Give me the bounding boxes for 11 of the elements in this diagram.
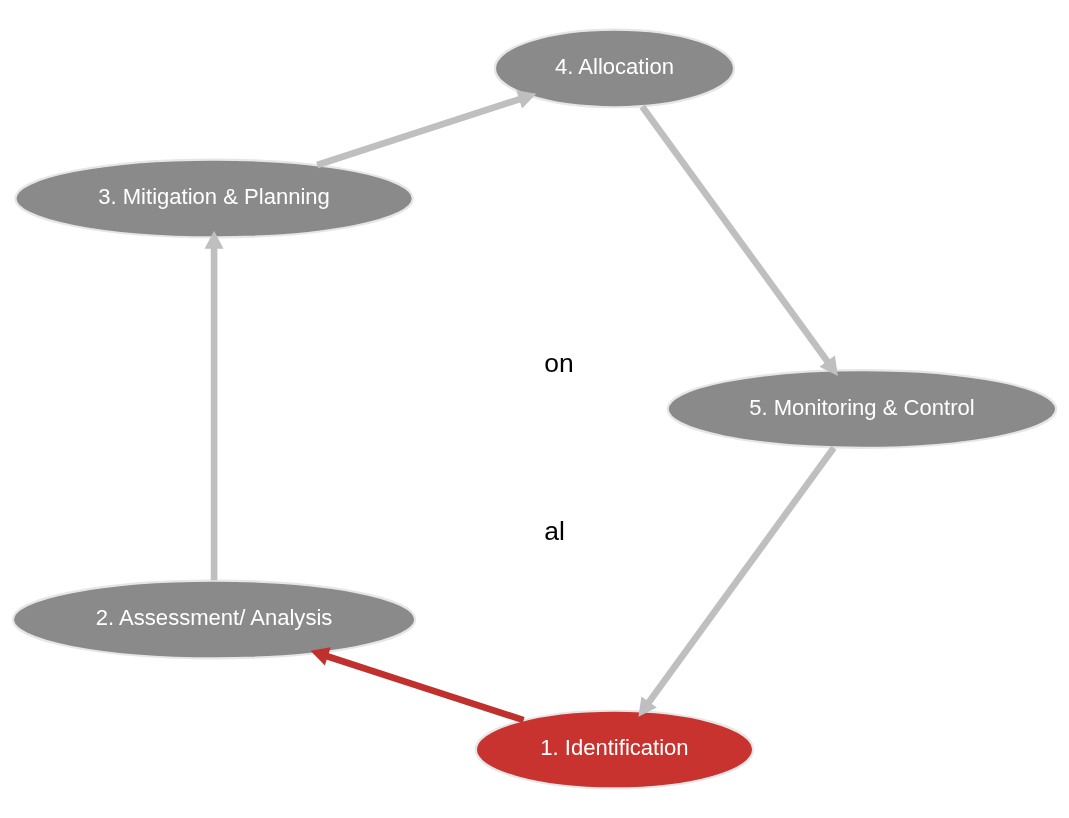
node-ellipse: 5. Monitoring & Control [666, 369, 1058, 449]
arrow [316, 90, 537, 169]
node-ellipse: 3. Mitigation & Planning [14, 158, 414, 239]
arrow [638, 445, 837, 717]
label: al [544, 516, 565, 547]
node-ellipse: 2. Assessment/ Analysis [11, 579, 417, 660]
node-ellipse: 1. Identification [474, 709, 755, 790]
arrow [310, 647, 525, 724]
arrow [204, 230, 224, 581]
label: on [544, 347, 574, 378]
arrow [639, 104, 838, 376]
